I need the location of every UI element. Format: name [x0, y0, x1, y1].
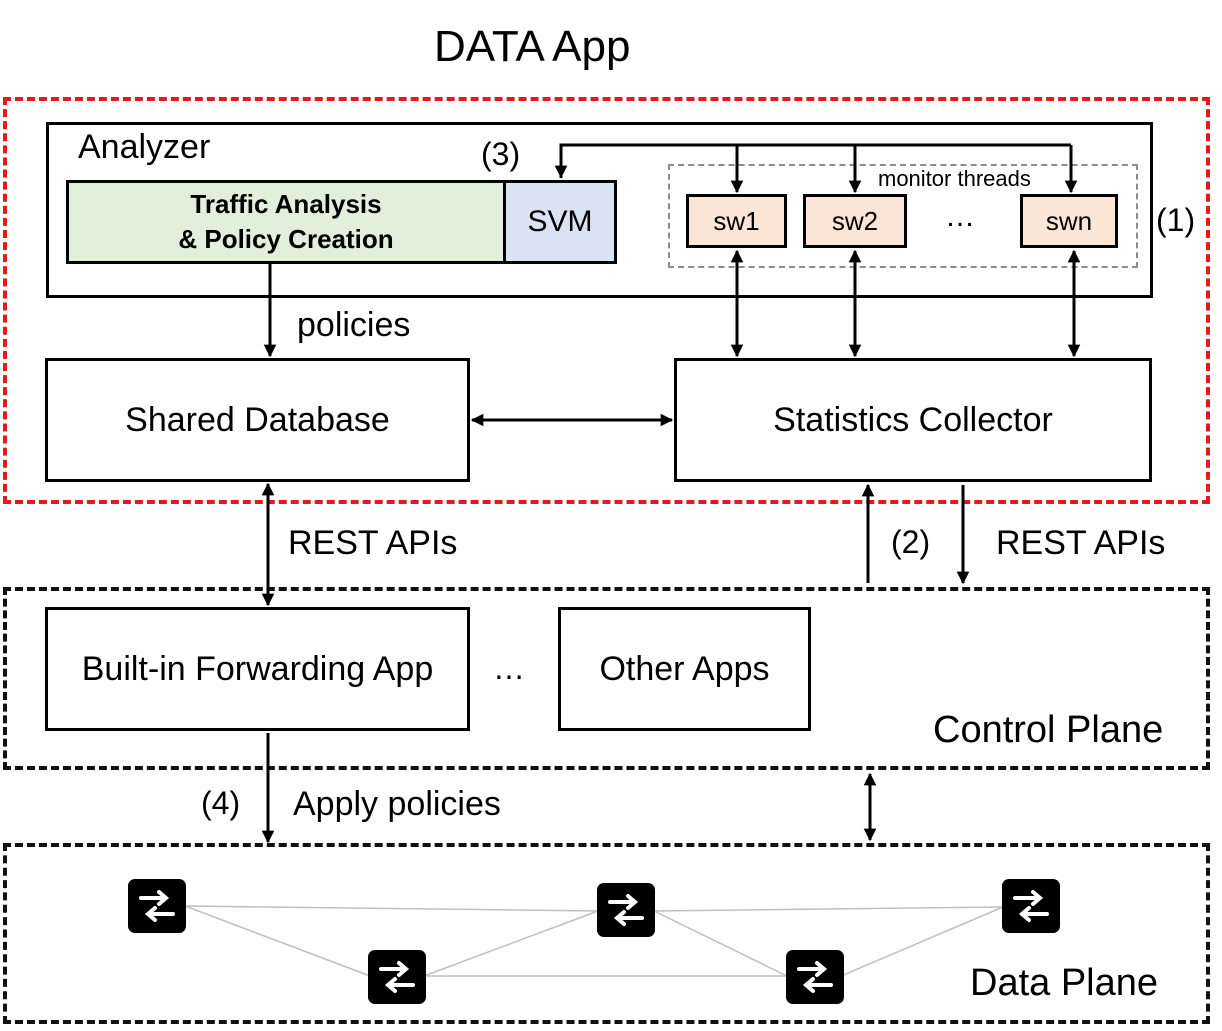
- swn-label: swn: [1045, 205, 1093, 236]
- shared-database-label: Shared Database: [125, 400, 390, 439]
- step1-label: (1): [1156, 202, 1196, 238]
- link-s2-s3: [423, 910, 599, 977]
- rest-apis-left-label: REST APIs: [288, 524, 458, 562]
- step3-label: (3): [481, 136, 521, 172]
- builtin-forwarding-app-label: Built-in Forwarding App: [81, 649, 434, 688]
- svm-bus-line: [559, 143, 1071, 178]
- traffic-analysis-line2: & Policy Creation: [178, 224, 394, 254]
- other-apps-label: Other Apps: [599, 649, 770, 688]
- switch-thread-swn: swn: [1020, 194, 1118, 248]
- statistics-collector-box: Statistics Collector: [674, 358, 1152, 482]
- step4-label: (4): [201, 785, 241, 821]
- policies-label: policies: [297, 306, 411, 344]
- link-s3-s4: [653, 910, 788, 977]
- data-app-container: [3, 97, 1210, 504]
- switch-thread-ellipsis: …: [945, 200, 975, 233]
- analyzer-label: Analyzer: [78, 128, 211, 166]
- switch-icon: [1002, 879, 1060, 933]
- analyzer-box: [46, 122, 1153, 298]
- monitor-threads-box: [668, 164, 1138, 268]
- data-plane-label: Data Plane: [970, 962, 1159, 1004]
- traffic-analysis-line1: Traffic Analysis: [190, 189, 382, 219]
- switch-icon: [368, 950, 426, 1004]
- statistics-collector-label: Statistics Collector: [773, 400, 1053, 439]
- data-plane-container: [3, 843, 1210, 1024]
- traffic-analysis-box: Traffic Analysis & Policy Creation: [66, 180, 506, 264]
- link-s1-s3: [184, 905, 599, 912]
- sw1-label: sw1: [713, 205, 760, 236]
- diagram-title: DATA App: [434, 22, 631, 71]
- data-plane-links: [184, 905, 1004, 977]
- switch-thread-sw1: sw1: [686, 194, 787, 248]
- svm-box: SVM: [503, 180, 617, 264]
- switch-icon: [786, 950, 844, 1004]
- svm-label: SVM: [527, 205, 593, 238]
- builtin-forwarding-app-box: Built-in Forwarding App: [45, 607, 470, 731]
- monitor-threads-label: monitor threads: [876, 166, 1033, 192]
- switch-thread-sw2: sw2: [803, 194, 907, 248]
- sw2-label: sw2: [831, 205, 879, 236]
- apps-ellipsis: …: [493, 650, 525, 686]
- switch-icon: [128, 879, 186, 933]
- apply-policies-label: Apply policies: [293, 785, 501, 823]
- control-plane-label: Control Plane: [933, 709, 1164, 751]
- shared-database-box: Shared Database: [45, 358, 470, 482]
- control-plane-container: [3, 587, 1210, 770]
- link-s1-s2: [184, 905, 371, 977]
- rest-apis-right-label: REST APIs: [996, 524, 1166, 562]
- other-apps-box: Other Apps: [558, 607, 811, 731]
- link-s4-s5: [840, 906, 1004, 977]
- link-s3-s5: [653, 906, 1004, 912]
- switch-icon: [597, 883, 655, 937]
- step2-label: (2): [891, 524, 931, 560]
